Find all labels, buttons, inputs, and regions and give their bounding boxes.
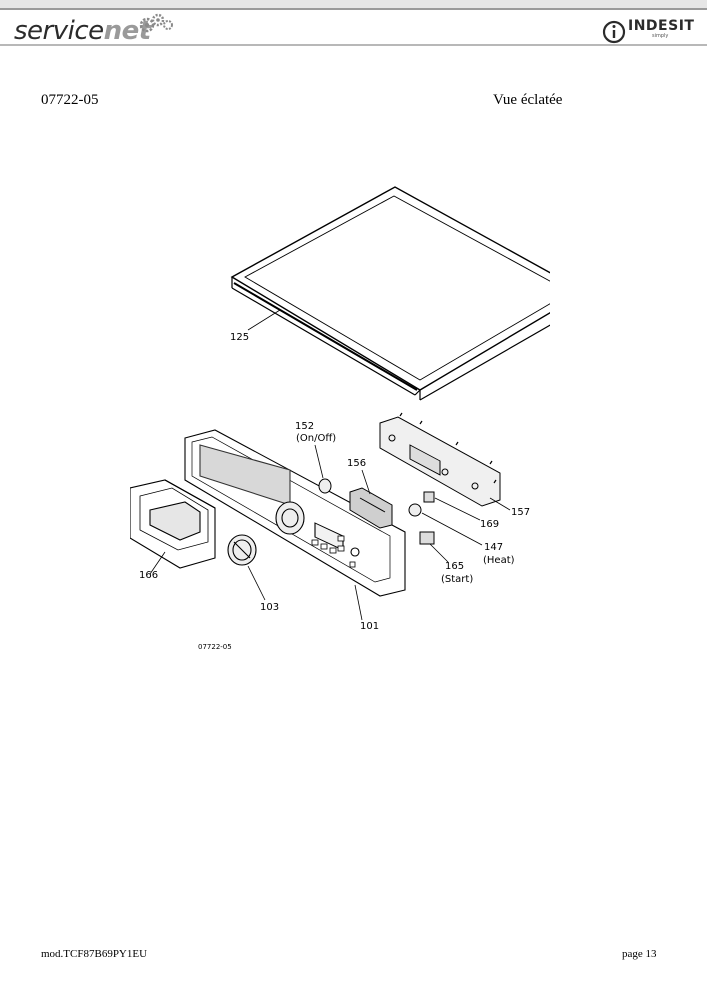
button-holder-156 [349,487,393,529]
control-panel-101 [184,429,406,597]
leader-156 [361,469,371,495]
view-title: Vue éclatée [493,92,563,108]
part-note-147: (Heat) [483,555,515,566]
leader-101 [354,584,363,621]
brand-tagline: simply [652,33,669,39]
header-rule [0,8,707,10]
onoff-button-152 [318,478,332,494]
gears-icon [139,13,173,33]
part-note-165: (Start) [441,574,473,585]
leader-169 [434,497,481,521]
electronic-board-157 [379,412,501,507]
leader-147 [421,512,483,546]
part-note-152: (On/Off) [296,433,336,444]
part-label-166: 166 [139,570,158,581]
footer-page-number: page 13 [622,948,657,960]
drawer-handle-166 [130,479,216,569]
indesit-logo-icon [602,20,626,44]
leader-152 [314,444,324,479]
part-label-169: 169 [480,519,499,530]
figure-code-label: 07722-05 [198,643,232,651]
part-label-156: 156 [347,458,366,469]
leader-166 [149,551,166,575]
part-label-103: 103 [260,602,279,613]
worktop-panel-125 [230,186,550,401]
leader-165 [429,543,449,563]
part-label-157: 157 [511,507,530,518]
part-label-147: 147 [484,542,503,553]
part-label-152: 152 [295,421,314,432]
leader-103 [247,565,266,601]
leader-157 [489,497,511,511]
document-code: 07722-05 [41,92,99,108]
button-169 [423,491,435,503]
servicenet-logo: servicenet [14,16,151,46]
part-label-165: 165 [445,561,464,572]
footer-model: mod.TCF87B69PY1EU [41,948,148,960]
brand-name: INDESIT [628,18,695,34]
header-band [0,0,707,8]
start-button-165 [419,531,435,545]
part-label-125: 125 [230,332,249,343]
exploded-view-diagram: 125 101 166 103 152 (On [130,186,550,651]
heat-button-147 [408,503,422,517]
leader-125 [247,309,281,331]
part-label-101: 101 [360,621,379,632]
header-bottom-rule [0,44,707,46]
logo-service-text: service [14,16,104,46]
program-knob-103 [227,534,257,566]
